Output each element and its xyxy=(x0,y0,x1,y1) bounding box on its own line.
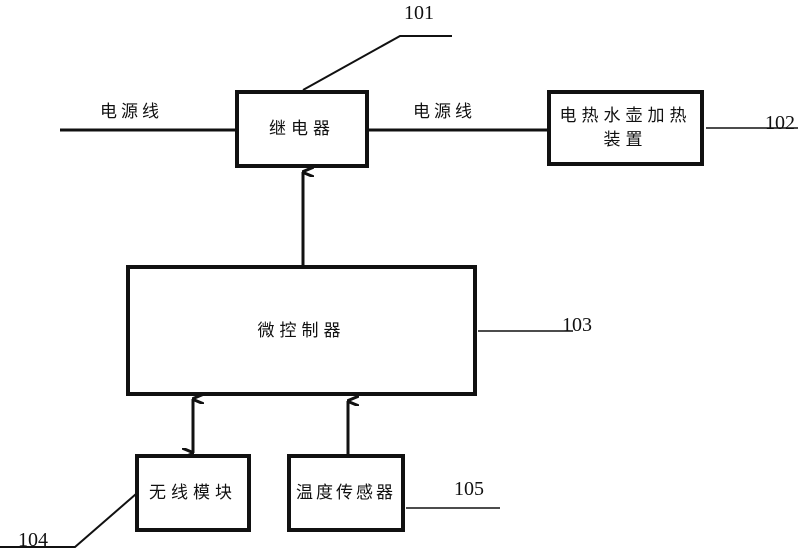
ref-101-leader xyxy=(302,35,452,91)
ref-103: 103 xyxy=(562,314,592,336)
heater-label-line2: 装置 xyxy=(603,130,648,150)
output-power-label: 电源线 xyxy=(413,102,476,122)
ref-101: 101 xyxy=(404,2,434,24)
heater-block: 电热水壶加热 装置 xyxy=(547,90,704,166)
ref-102: 102 xyxy=(765,112,795,134)
wireless-block: 无线模块 xyxy=(135,454,251,532)
input-power-label: 电源线 xyxy=(100,102,163,122)
ref-105: 105 xyxy=(454,478,484,500)
sensor-block: 温度传感器 xyxy=(287,454,405,532)
ref-104-leader xyxy=(0,493,137,548)
sensor-label: 温度传感器 xyxy=(296,483,396,503)
mcu-label: 微控制器 xyxy=(257,320,346,341)
heater-label-line1: 电热水壶加热 xyxy=(559,106,692,126)
mcu-block: 微控制器 xyxy=(126,265,477,396)
relay-block: 继电器 xyxy=(235,90,369,168)
relay-label: 继电器 xyxy=(269,119,335,139)
wireless-label: 无线模块 xyxy=(149,483,237,503)
ref-104: 104 xyxy=(18,529,48,551)
